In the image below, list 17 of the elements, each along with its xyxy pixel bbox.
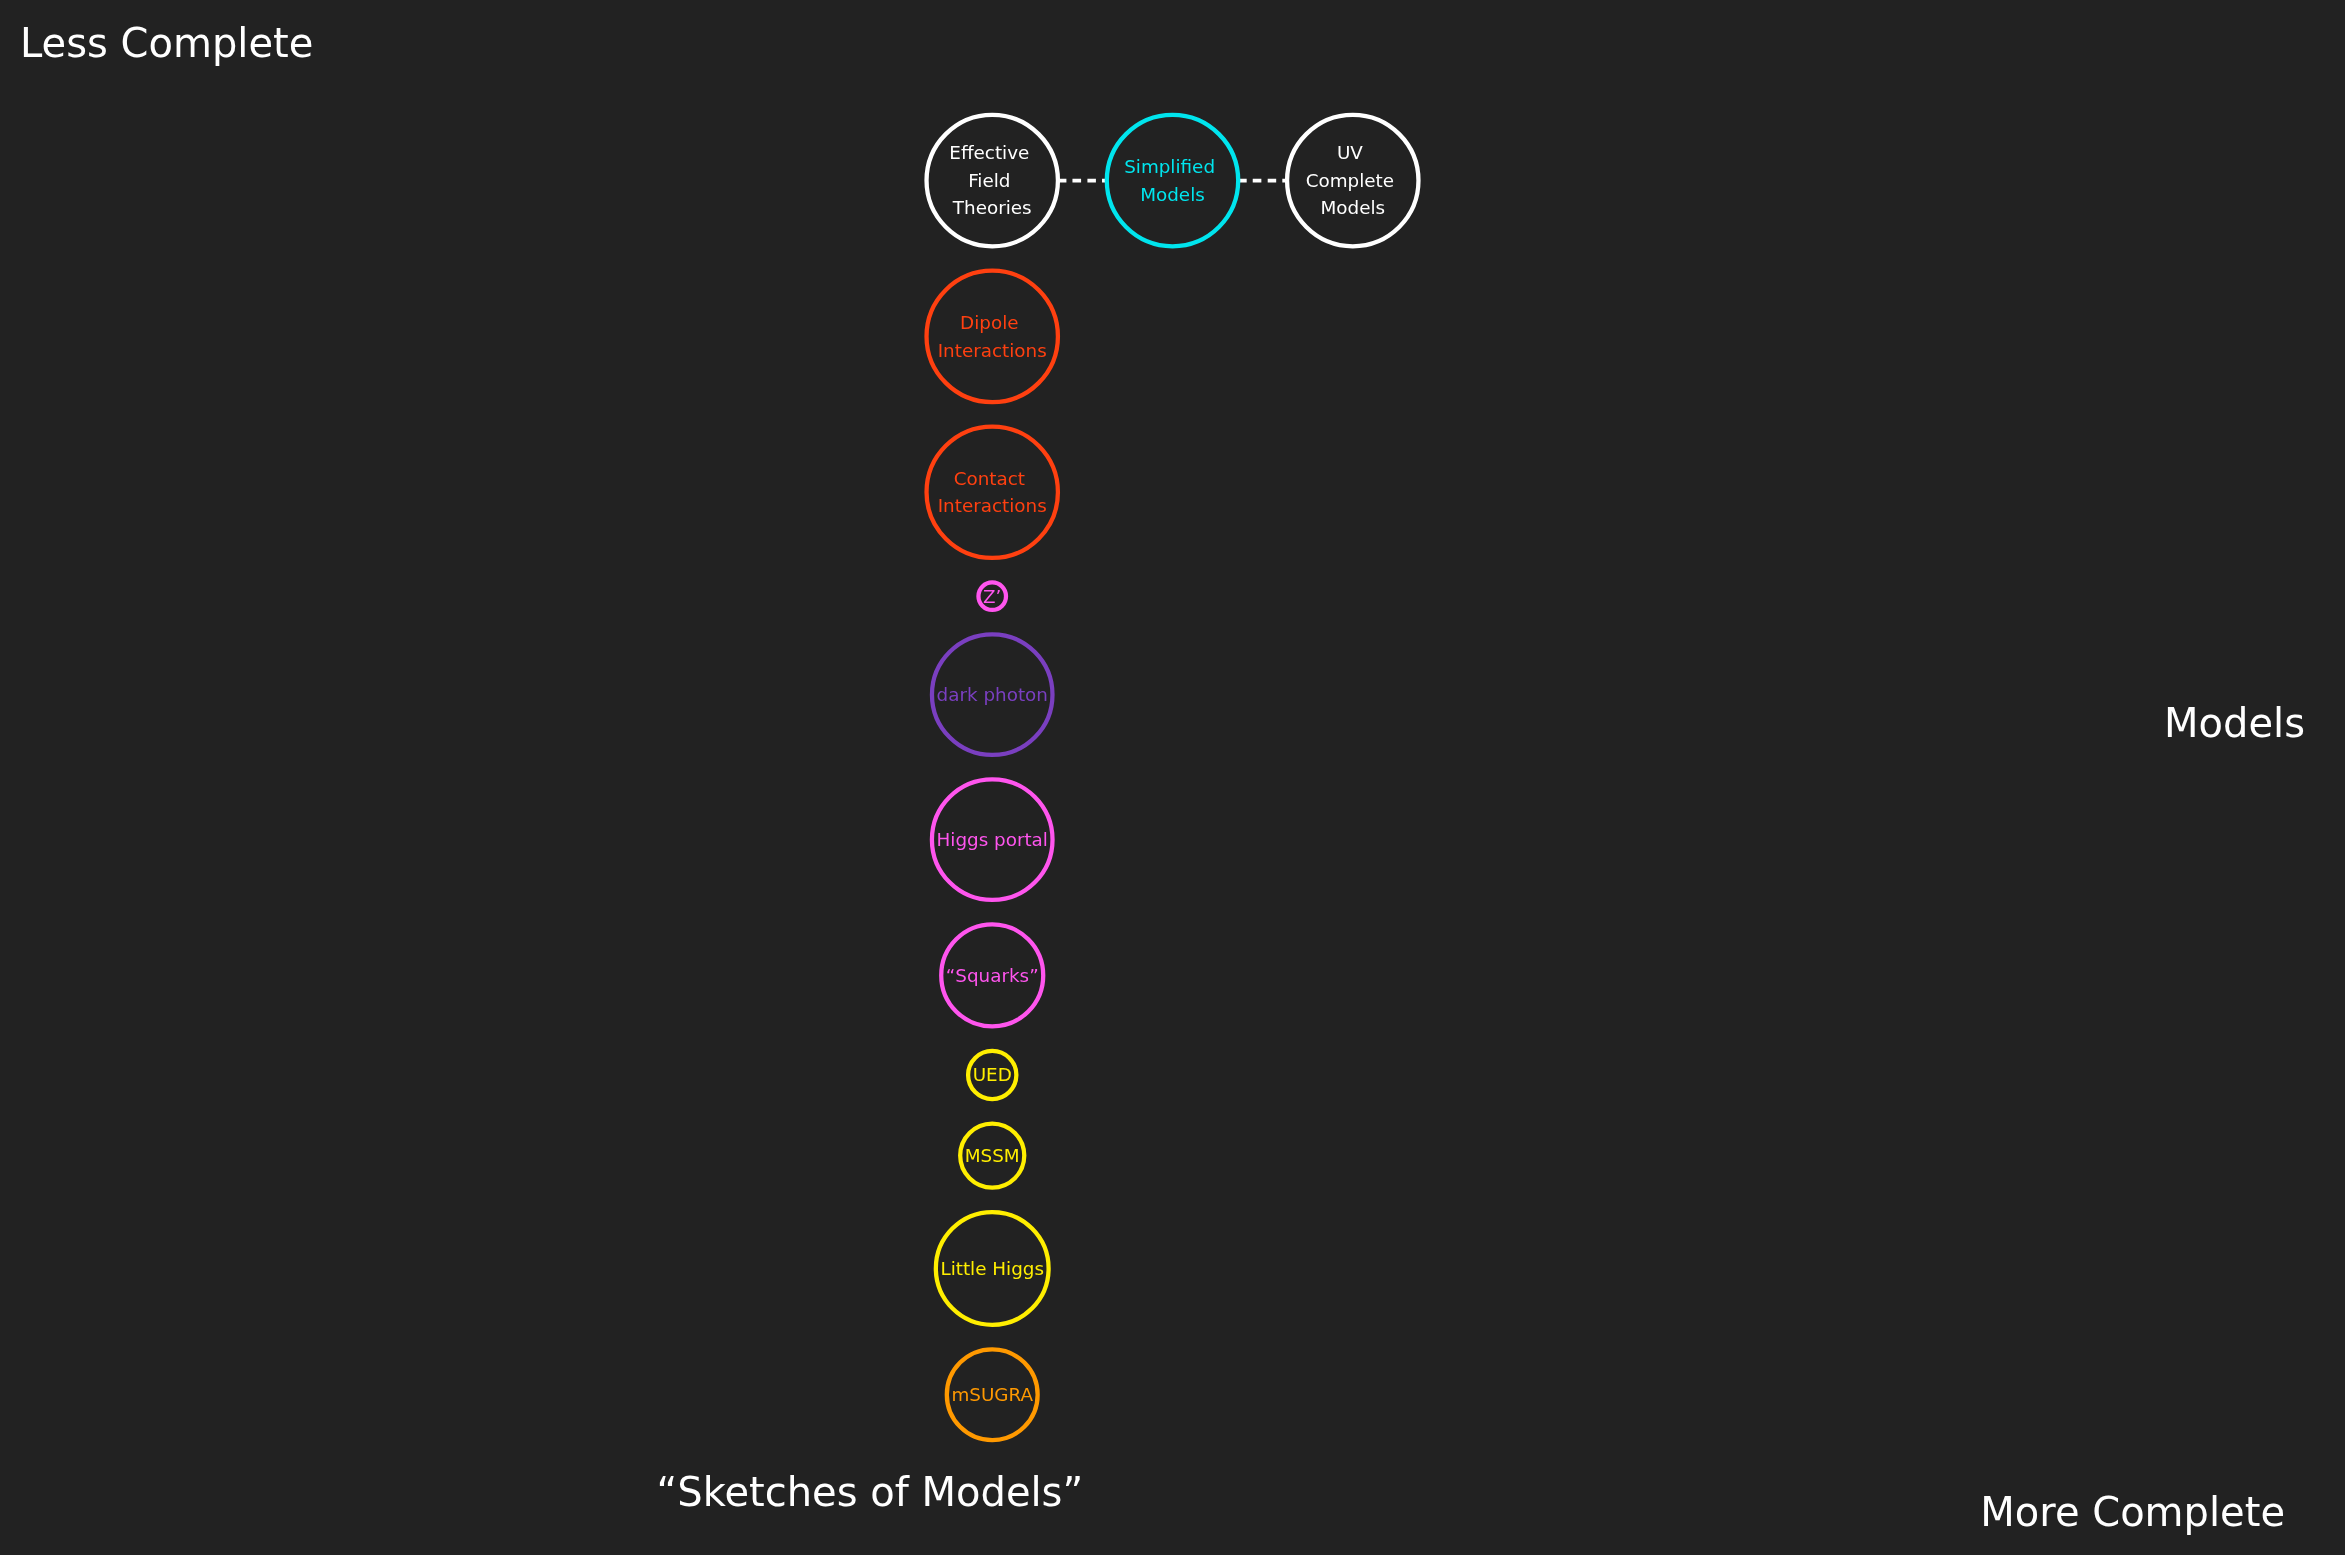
node-circle: mSUGRA <box>944 1347 1040 1443</box>
node-circle: Higgs portal <box>929 777 1055 903</box>
node-circle: UV Complete Models <box>1284 112 1421 249</box>
node-circle: Simplified Models <box>1104 112 1241 249</box>
node-circle: MSSM <box>958 1121 1027 1190</box>
note-text: Models <box>2164 699 2305 746</box>
note-text: More Complete <box>1980 1489 2285 1535</box>
node-circle: UED <box>965 1048 1019 1102</box>
node-circle: Dipole Interactions <box>924 268 1061 405</box>
node-circle: dark photon <box>929 632 1055 758</box>
node-circle: Contact Interactions <box>924 424 1061 561</box>
node-circle: Z’ <box>976 580 1009 613</box>
note-text: “Sketches of Models” <box>656 1469 1084 1515</box>
node-circle: “Squarks” <box>939 922 1046 1029</box>
node-circle: Little Higgs <box>933 1209 1051 1327</box>
node-circle: Effective Field Theories <box>924 112 1061 249</box>
note-text: Less Complete <box>20 20 314 66</box>
